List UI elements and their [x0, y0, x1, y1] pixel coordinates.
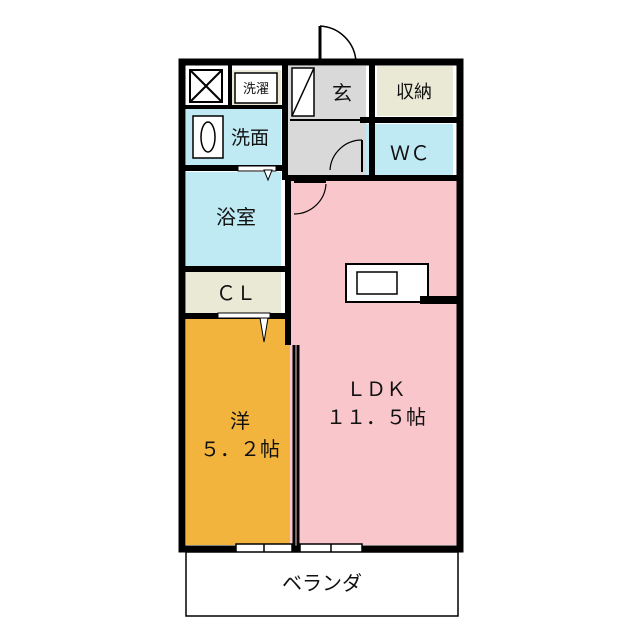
label-bath: 浴室	[216, 205, 256, 229]
label-closet: ＣＬ	[216, 281, 256, 305]
label-wc: ＷＣ	[390, 141, 430, 165]
label-balcony: ベランダ	[282, 571, 362, 595]
label-ldk-size: １１．５帖	[326, 405, 426, 429]
label-ldk: ＬＤＫ	[346, 377, 406, 401]
label-western-size: ５．２帖	[200, 437, 280, 461]
entrance-door	[318, 25, 357, 64]
laundry-box	[234, 72, 278, 104]
washbasin-icon	[192, 115, 224, 159]
bath-door	[237, 165, 277, 182]
room-ldk	[290, 180, 460, 545]
room-western	[186, 317, 290, 545]
label-entrance: 玄	[332, 81, 352, 105]
shoe-cabinet	[291, 67, 315, 117]
room-storage	[377, 66, 453, 116]
western-door	[217, 312, 271, 343]
pipe-shaft	[189, 69, 223, 103]
label-storage: 収納	[396, 82, 432, 103]
ldk-door	[293, 181, 327, 215]
kitchen-counter	[345, 263, 460, 304]
label-washroom: 洗面	[231, 127, 269, 149]
label-laundry: 洗濯	[243, 82, 269, 97]
room-bath	[186, 172, 281, 266]
room-closet	[186, 272, 281, 314]
wc-door	[329, 139, 363, 172]
label-western: 洋	[230, 409, 250, 433]
balcony-outline	[185, 551, 459, 617]
room-wc	[366, 124, 453, 176]
